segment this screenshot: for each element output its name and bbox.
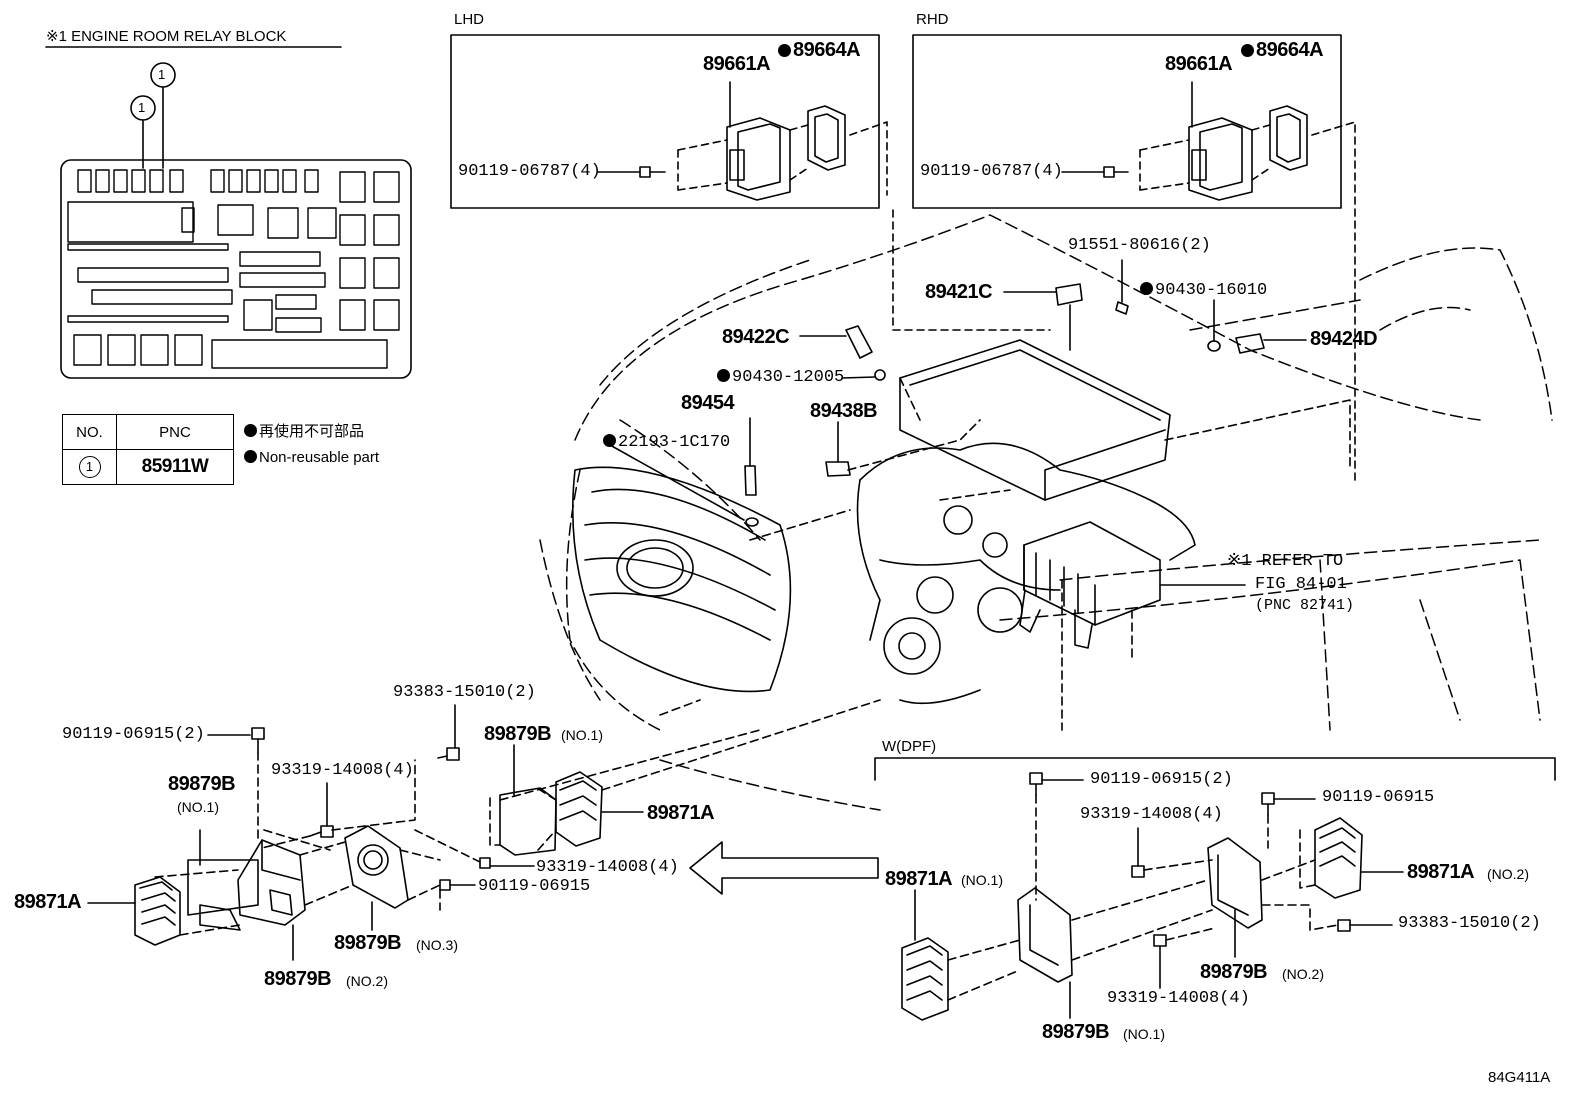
left-bracket-no1-label: 89879B xyxy=(168,773,236,795)
lhd-cover-label: 89664A xyxy=(778,40,861,60)
label-91551-80616: 91551-80616(2) xyxy=(1068,236,1211,255)
left-ecu-label: 89871A xyxy=(14,891,82,913)
dpf-bracket-no2-label: 89879B xyxy=(1200,961,1268,983)
dpf-screw1-label: 90119-06915(2) xyxy=(1090,770,1233,789)
dpf-screw2-label: 90119-06915 xyxy=(1322,788,1435,807)
dpf-bracket-no2-sub: (NO.2) xyxy=(1282,966,1324,982)
relay-block-title: ※1 ENGINE ROOM RELAY BLOCK xyxy=(46,28,287,45)
table-header-pnc: PNC xyxy=(116,414,234,450)
bracket-no3-label: 89879B xyxy=(334,932,402,954)
lhd-module-label: 89661A xyxy=(703,53,771,75)
label-89421c: 89421C xyxy=(925,281,993,303)
table-header-no: NO. xyxy=(62,414,117,450)
refer-line1: ※1 REFER TO xyxy=(1227,552,1344,571)
callout-1-upper: 1 xyxy=(158,67,166,82)
mid-bolt2-label: 93319-14008(4) xyxy=(536,858,679,877)
label-22193-1c170: 22193-1C170 xyxy=(603,434,730,451)
bracket-no2-label: 89879B xyxy=(264,968,332,990)
mid-bracket-no1-label: 89879B xyxy=(484,723,552,745)
lhd-screw-label: 90119-06787(4) xyxy=(458,162,601,181)
bracket-no2-sub: (NO.2) xyxy=(346,973,388,989)
left-ecu-drawing xyxy=(87,699,881,961)
rhd-title: RHD xyxy=(916,11,949,28)
relay-block-drawing xyxy=(45,46,412,379)
mid-ecu-label: 89871A xyxy=(647,802,715,824)
left-bolt1-label: 93319-14008(4) xyxy=(271,761,414,780)
legend-japanese: 再使用不可部品 xyxy=(244,424,364,439)
table-row-no: 1 xyxy=(62,449,117,485)
refer-line3: (PNC 82741) xyxy=(1255,597,1355,614)
dpf-bolt2-label: 93319-14008(4) xyxy=(1107,989,1250,1008)
pnc-table: NO. PNC 1 85911W xyxy=(62,414,234,485)
table-row-pnc: 85911W xyxy=(116,449,234,485)
vehicle-drawing xyxy=(539,214,1553,811)
callout-1-lower: 1 xyxy=(138,100,146,115)
left-screw1-label: 90119-06915(2) xyxy=(62,725,205,744)
row-number-circle: 1 xyxy=(78,456,101,478)
lhd-box-drawing xyxy=(450,34,888,209)
dpf-bracket-no1-sub: (NO.1) xyxy=(1123,1026,1165,1042)
label-89422c: 89422C xyxy=(722,326,790,348)
mid-screw2-label: 90119-06915 xyxy=(478,877,591,896)
figure-code: 84G411A xyxy=(1488,1069,1551,1086)
dpf-ecu-no1-sub: (NO.1) xyxy=(961,872,1003,888)
dpf-ecu-no2-sub: (NO.2) xyxy=(1487,866,1529,882)
refer-line2: FIG 84-01 xyxy=(1255,575,1347,594)
label-90430-12005: 90430-12005 xyxy=(717,369,844,386)
label-89424d: 89424D xyxy=(1310,328,1378,350)
left-bracket-no1-sub: (NO.1) xyxy=(177,799,219,815)
lhd-title: LHD xyxy=(454,11,485,28)
mid-bracket-no1-sub: (NO.1) xyxy=(561,727,603,743)
dpf-bracket-no1-label: 89879B xyxy=(1042,1021,1110,1043)
legend-non-reusable: Non-reusable part xyxy=(244,450,379,465)
left-nut-label: 93383-15010(2) xyxy=(393,683,536,702)
rhd-screw-label: 90119-06787(4) xyxy=(920,162,1063,181)
label-89454: 89454 xyxy=(681,392,735,414)
label-90430-16010: 90430-16010 xyxy=(1140,282,1267,299)
dpf-title: W(DPF) xyxy=(882,738,937,755)
rhd-module-label: 89661A xyxy=(1165,53,1233,75)
label-89438b: 89438B xyxy=(810,400,878,422)
dpf-ecu-no1-label: 89871A xyxy=(885,868,953,890)
dpf-nut-label: 93383-15010(2) xyxy=(1398,914,1541,933)
dpf-drawing xyxy=(874,757,1556,1021)
bracket-no3-sub: (NO.3) xyxy=(416,937,458,953)
dpf-bolt1-label: 93319-14008(4) xyxy=(1080,805,1223,824)
rhd-cover-label: 89664A xyxy=(1241,40,1324,60)
dpf-ecu-no2-label: 89871A xyxy=(1407,861,1475,883)
